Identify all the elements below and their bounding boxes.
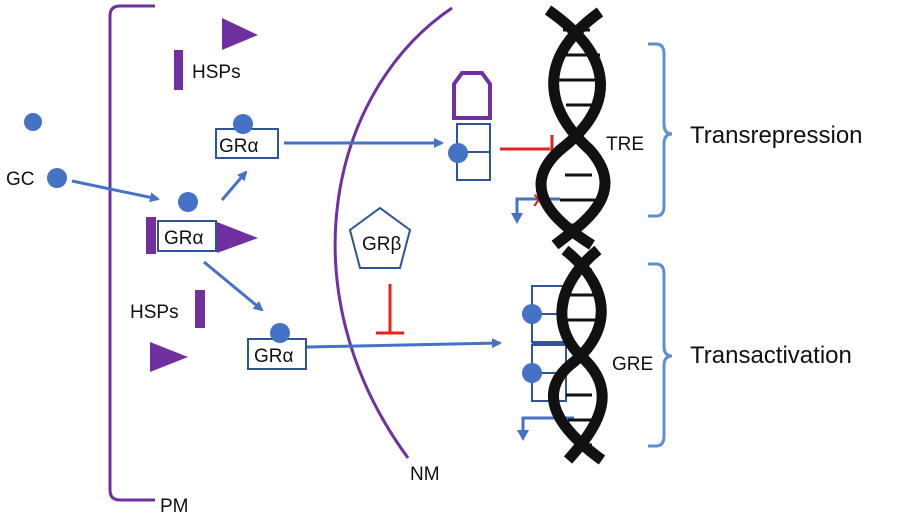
arrow-complex-to-top-gra (220, 170, 248, 201)
dna-helix-tre (535, 5, 611, 250)
gra-box-middle (157, 220, 217, 252)
gc-ligand (24, 113, 42, 131)
hsps-label-top: HSPs (192, 62, 241, 83)
arrow-gc-to-complex (71, 179, 160, 203)
gc-label: GC (6, 169, 35, 190)
gc-ligand (233, 114, 253, 134)
hsp-triangle-top (222, 18, 258, 50)
grb-label: GRβ (362, 234, 402, 255)
hsp-bar-top (174, 50, 183, 90)
gc-ligand (522, 363, 542, 383)
hsp-triangle-complex (217, 222, 258, 253)
gra-box-bottom (247, 338, 307, 370)
grb-pentagon (348, 206, 412, 269)
pm-label: PM (160, 496, 189, 517)
transactivation-bracket (648, 262, 673, 448)
hsp-bar-complex (146, 217, 156, 254)
gra-label-top: GRα (219, 136, 259, 157)
gc-ligand (522, 304, 542, 324)
gc-ligand (178, 192, 198, 212)
gre-label: GRE (612, 354, 653, 375)
hsp-triangle-bottom (150, 342, 188, 372)
gc-ligand (270, 323, 290, 343)
tre-label: TRE (606, 134, 644, 155)
plasma-membrane (108, 4, 155, 502)
hsps-label-bottom: HSPs (130, 302, 179, 323)
transrepression-bracket (648, 42, 673, 218)
transrepression-label: Transrepression (690, 122, 863, 149)
active-transcription-arrowhead (517, 430, 529, 441)
arrow-gra-to-nucleus-bottom (306, 338, 502, 349)
blocked-transcription-arrowhead (511, 213, 523, 224)
dna-helix-gre (547, 245, 608, 465)
gra-label-bottom: GRα (254, 346, 294, 367)
hsp-bar-bottom (195, 290, 205, 328)
arrow-complex-to-bottom-gra (203, 260, 264, 312)
transcription-factor-cap (452, 71, 492, 120)
nm-label: NM (410, 464, 440, 485)
transactivation-label: Transactivation (690, 342, 852, 369)
gra-label-middle: GRα (164, 228, 204, 249)
gc-ligand (47, 168, 67, 188)
nuclear-membrane (333, 6, 453, 459)
gc-ligand (448, 143, 468, 163)
